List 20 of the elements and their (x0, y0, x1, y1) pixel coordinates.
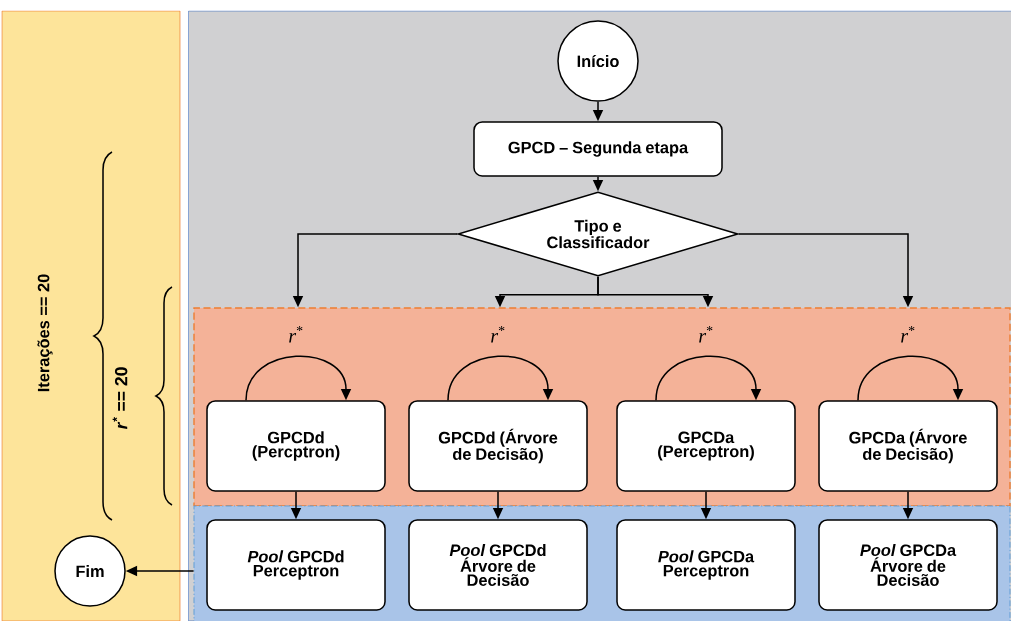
process-box: GPCDa (Árvore de Decisão) (818, 400, 998, 492)
rotated-label: r$^{*}$ == 20 (112, 367, 128, 430)
edge-label: r$^{*}$ (901, 326, 915, 343)
arrow (655, 355, 762, 401)
process-box: Pool GPCDa Árvore de Decisão (818, 519, 998, 611)
process-box: GPCD – Segunda etapa (473, 121, 723, 177)
edge-label: r$^{*}$ (491, 326, 505, 343)
process-box: Pool GPCDa Perceptron (616, 519, 796, 611)
edge-label: r$^{*}$ (699, 326, 713, 343)
arrow (245, 355, 352, 401)
arrow (857, 355, 964, 401)
process-box: Pool GPCDd Perceptron (206, 519, 386, 611)
process-box: Pool GPCDd Árvore de Decisão (408, 519, 588, 611)
arrow (447, 355, 554, 401)
process-box: GPCDa (Perceptron) (616, 400, 796, 492)
process-box: GPCDd (Árvore de Decisão) (408, 400, 588, 492)
rotated-label: Iterações == 20 (37, 274, 53, 392)
edge-label: r$^{*}$ (289, 326, 303, 343)
process-box: GPCDd (Percptron) (206, 400, 386, 492)
side-panel (1, 10, 181, 621)
